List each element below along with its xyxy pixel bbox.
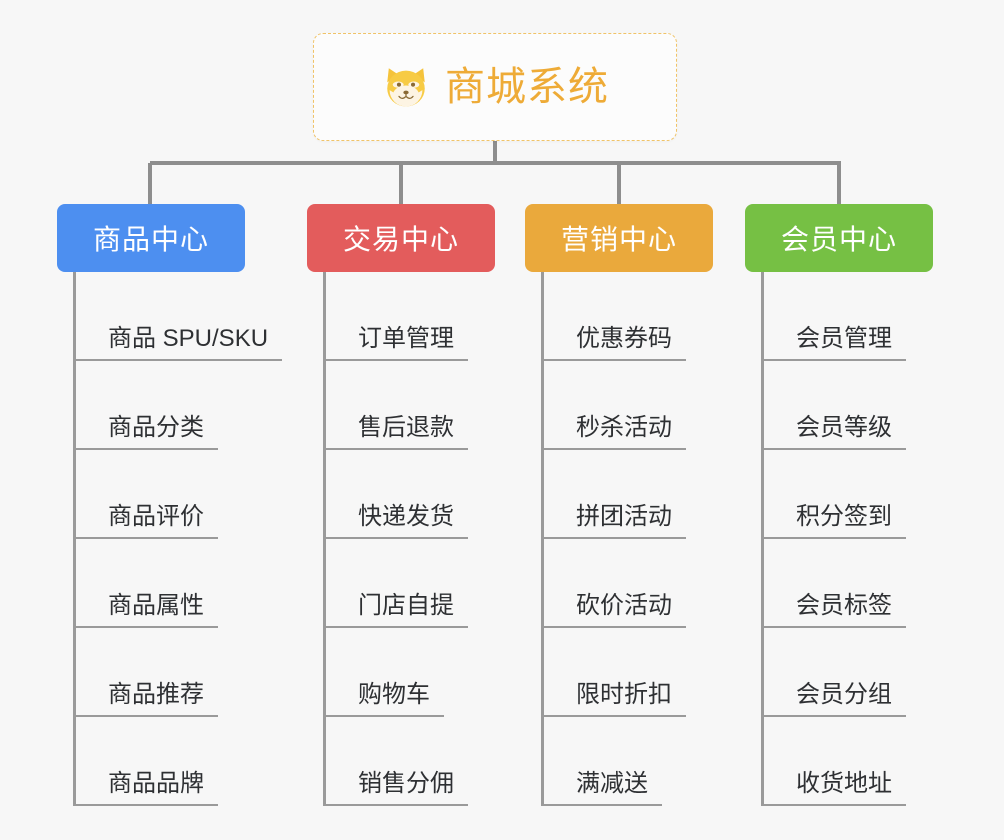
branch-item-list: 会员管理 会员等级 积分签到 会员标签 会员分组 收货地址 [761,272,933,806]
list-item[interactable]: 积分签到 [764,450,933,539]
branch-header-label: 商品中心 [92,224,209,255]
branch-column-trade: 交易中心 订单管理 售后退款 快递发货 门店自提 购物车 销售分佣 [307,204,495,806]
list-item[interactable]: 会员等级 [764,361,933,450]
list-item-label: 购物车 [326,681,444,717]
list-item[interactable]: 满减送 [544,717,713,806]
list-item[interactable]: 商品推荐 [76,628,245,717]
branch-column-product: 商品中心 商品 SPU/SKU 商品分类 商品评价 商品属性 商品推荐 商品品牌 [57,204,283,806]
branch-item-list: 商品 SPU/SKU 商品分类 商品评价 商品属性 商品推荐 商品品牌 [73,272,283,806]
list-item-label: 砍价活动 [544,592,686,628]
list-item[interactable]: 限时折扣 [544,628,713,717]
list-item-label: 限时折扣 [544,681,686,717]
list-item[interactable]: 购物车 [326,628,495,717]
list-item-label: 商品 SPU/SKU [76,325,283,361]
list-item-label: 秒杀活动 [544,414,686,450]
list-item[interactable]: 会员分组 [764,628,933,717]
list-item[interactable]: 秒杀活动 [544,361,713,450]
list-item-label: 商品评价 [76,503,218,539]
list-item-label: 门店自提 [326,592,468,628]
branch-header-trade[interactable]: 交易中心 [307,204,495,272]
list-item[interactable]: 商品评价 [76,450,245,539]
branch-header-member[interactable]: 会员中心 [745,204,933,272]
list-item[interactable]: 砍价活动 [544,539,713,628]
branch-column-marketing: 营销中心 优惠券码 秒杀活动 拼团活动 砍价活动 限时折扣 满减送 [525,204,713,806]
list-item[interactable]: 拼团活动 [544,450,713,539]
branch-item-list: 优惠券码 秒杀活动 拼团活动 砍价活动 限时折扣 满减送 [541,272,713,806]
list-item-label: 快递发货 [326,503,468,539]
branch-header-label: 会员中心 [780,224,897,255]
list-item[interactable]: 订单管理 [326,272,495,361]
list-item-label: 商品属性 [76,592,218,628]
shiba-dog-face-icon [387,68,425,107]
root-title: 商城系统 [445,65,609,109]
list-item-label: 积分签到 [764,503,906,539]
list-item[interactable]: 售后退款 [326,361,495,450]
branch-item-list: 订单管理 售后退款 快递发货 门店自提 购物车 销售分佣 [323,272,495,806]
list-item-label: 优惠券码 [544,325,686,361]
list-item[interactable]: 优惠券码 [544,272,713,361]
list-item-label: 售后退款 [326,414,468,450]
list-item-label: 销售分佣 [326,770,468,806]
branch-header-product[interactable]: 商品中心 [57,204,245,272]
branch-header-label: 交易中心 [342,224,459,255]
branch-header-marketing[interactable]: 营销中心 [525,204,713,272]
list-item-label: 收货地址 [764,770,906,806]
list-item-label: 会员标签 [764,592,906,628]
list-item-label: 会员等级 [764,414,906,450]
list-item-label: 商品品牌 [76,770,218,806]
list-item[interactable]: 商品品牌 [76,717,245,806]
list-item[interactable]: 商品分类 [76,361,245,450]
branch-header-label: 营销中心 [560,224,677,255]
list-item-label: 商品推荐 [76,681,218,717]
list-item-label: 会员分组 [764,681,906,717]
list-item-label: 订单管理 [326,325,468,361]
list-item[interactable]: 商品属性 [76,539,245,628]
list-item-label: 会员管理 [764,325,906,361]
list-item-label: 拼团活动 [544,503,686,539]
branch-column-member: 会员中心 会员管理 会员等级 积分签到 会员标签 会员分组 收货地址 [745,204,933,806]
list-item[interactable]: 门店自提 [326,539,495,628]
root-node[interactable]: 商城系统 [313,33,677,141]
list-item[interactable]: 商品 SPU/SKU [76,272,283,361]
list-item-label: 满减送 [544,770,662,806]
list-item[interactable]: 会员管理 [764,272,933,361]
list-item[interactable]: 会员标签 [764,539,933,628]
list-item[interactable]: 快递发货 [326,450,495,539]
list-item[interactable]: 收货地址 [764,717,933,806]
list-item[interactable]: 销售分佣 [326,717,495,806]
list-item-label: 商品分类 [76,414,218,450]
